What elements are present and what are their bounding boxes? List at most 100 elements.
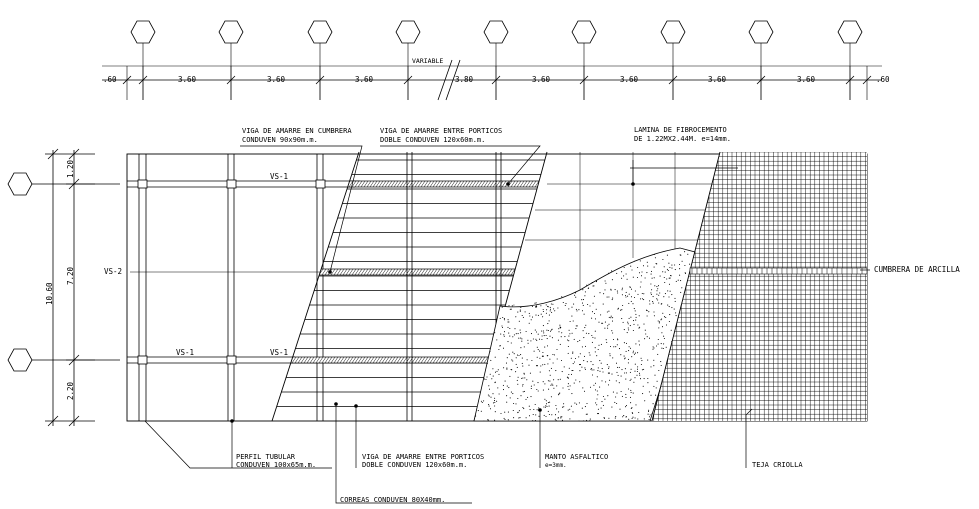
asphalt-dot	[514, 328, 516, 330]
asphalt-dot	[497, 387, 499, 389]
asphalt-dot	[549, 255, 551, 257]
beam-hatch-stroke	[393, 180, 399, 188]
asphalt-dot	[588, 287, 590, 289]
asphalt-dot	[621, 294, 623, 296]
asphalt-dot	[553, 294, 555, 296]
asphalt-dot	[569, 259, 571, 261]
grid-marker-hexagon	[7, 348, 33, 372]
asphalt-dot	[578, 268, 580, 270]
asphalt-dot	[644, 329, 646, 331]
asphalt-dot	[639, 249, 641, 251]
asphalt-dot	[519, 290, 521, 292]
asphalt-dot	[542, 364, 544, 366]
asphalt-dot	[625, 393, 627, 395]
asphalt-dot	[614, 417, 616, 419]
grid-marker	[660, 20, 686, 100]
asphalt-dot	[542, 308, 544, 311]
asphalt-dot	[537, 382, 539, 384]
asphalt-dot	[530, 387, 532, 390]
asphalt-dot	[681, 260, 683, 262]
asphalt-dot	[668, 262, 670, 264]
asphalt-dot	[530, 299, 532, 301]
left-dimension-values: 10.60 1.20 7.20 2.20	[45, 159, 75, 400]
asphalt-dot	[591, 367, 593, 370]
asphalt-dot	[622, 321, 624, 323]
beam-hatch-stroke	[411, 268, 417, 276]
asphalt-dot	[582, 420, 585, 421]
beam-hatch-stroke	[336, 268, 342, 276]
asphalt-dot	[477, 285, 479, 287]
asphalt-dot	[618, 348, 621, 350]
asphalt-dot	[553, 286, 555, 288]
asphalt-dot	[512, 393, 514, 395]
beam-hatch-stroke	[477, 180, 483, 188]
asphalt-dot	[609, 353, 611, 355]
asphalt-dot	[587, 244, 588, 245]
asphalt-dot	[568, 329, 570, 331]
asphalt-dot	[539, 357, 541, 359]
asphalt-dot	[498, 373, 500, 375]
asphalt-dot	[612, 332, 614, 334]
asphalt-dot	[623, 415, 625, 417]
asphalt-dot	[512, 279, 514, 281]
asphalt-dot	[558, 328, 560, 330]
asphalt-dot	[531, 259, 533, 261]
asphalt-dot	[500, 333, 502, 335]
asphalt-dot	[586, 413, 588, 415]
asphalt-dot	[599, 370, 601, 372]
asphalt-dot	[477, 410, 479, 412]
beam-hatch-stroke	[381, 268, 387, 276]
asphalt-dot	[497, 369, 499, 371]
asphalt-dot	[552, 303, 554, 305]
asphalt-dot	[621, 289, 623, 291]
asphalt-dot	[536, 290, 538, 292]
asphalt-dot	[489, 408, 492, 410]
label-lamina-1: LAMINA DE FIBROCEMENTO	[634, 126, 727, 134]
asphalt-dot	[671, 267, 673, 269]
beam-hatch-stroke	[318, 356, 324, 364]
asphalt-dot	[508, 251, 510, 253]
grid-marker-hexagon	[660, 20, 686, 44]
beam-hatch-stroke	[387, 268, 393, 276]
beam-hatch-stroke	[435, 180, 441, 188]
asphalt-dot	[643, 368, 645, 370]
asphalt-dot	[637, 266, 639, 269]
beam-hatch-stroke	[423, 268, 429, 276]
asphalt-dot	[649, 303, 651, 305]
asphalt-dot	[604, 280, 606, 282]
asphalt-dot	[518, 281, 520, 283]
asphalt-dot	[533, 296, 535, 298]
asphalt-dot	[528, 415, 531, 417]
asphalt-dot	[492, 368, 494, 370]
beam-hatch-stroke	[513, 180, 519, 188]
asphalt-dot	[507, 341, 509, 343]
asphalt-dot	[575, 328, 577, 330]
asphalt-dot	[518, 417, 520, 419]
asphalt-dot	[528, 405, 530, 407]
asphalt-dot	[628, 317, 630, 319]
asphalt-dot	[557, 379, 559, 381]
asphalt-dot	[575, 379, 577, 381]
asphalt-dot	[551, 311, 553, 313]
asphalt-dot	[597, 370, 599, 372]
asphalt-dot	[512, 409, 514, 412]
asphalt-dot	[563, 403, 565, 405]
asphalt-dot	[656, 298, 658, 300]
asphalt-dot	[620, 248, 622, 251]
asphalt-dot	[607, 372, 609, 374]
asphalt-dot	[623, 329, 625, 331]
asphalt-dot	[625, 416, 627, 418]
asphalt-dot	[562, 301, 564, 304]
asphalt-dot	[521, 377, 523, 379]
asphalt-dot	[498, 348, 500, 351]
asphalt-dot	[548, 370, 550, 372]
asphalt-dot	[684, 264, 686, 267]
dim-value: 3.80	[455, 75, 474, 84]
beam-hatch-stroke	[342, 268, 348, 276]
asphalt-dot	[517, 376, 519, 378]
grid-marker-hexagon	[7, 172, 33, 196]
asphalt-dot	[611, 373, 613, 375]
asphalt-dot	[593, 369, 595, 371]
asphalt-dot	[650, 422, 651, 423]
asphalt-dot	[587, 282, 589, 284]
